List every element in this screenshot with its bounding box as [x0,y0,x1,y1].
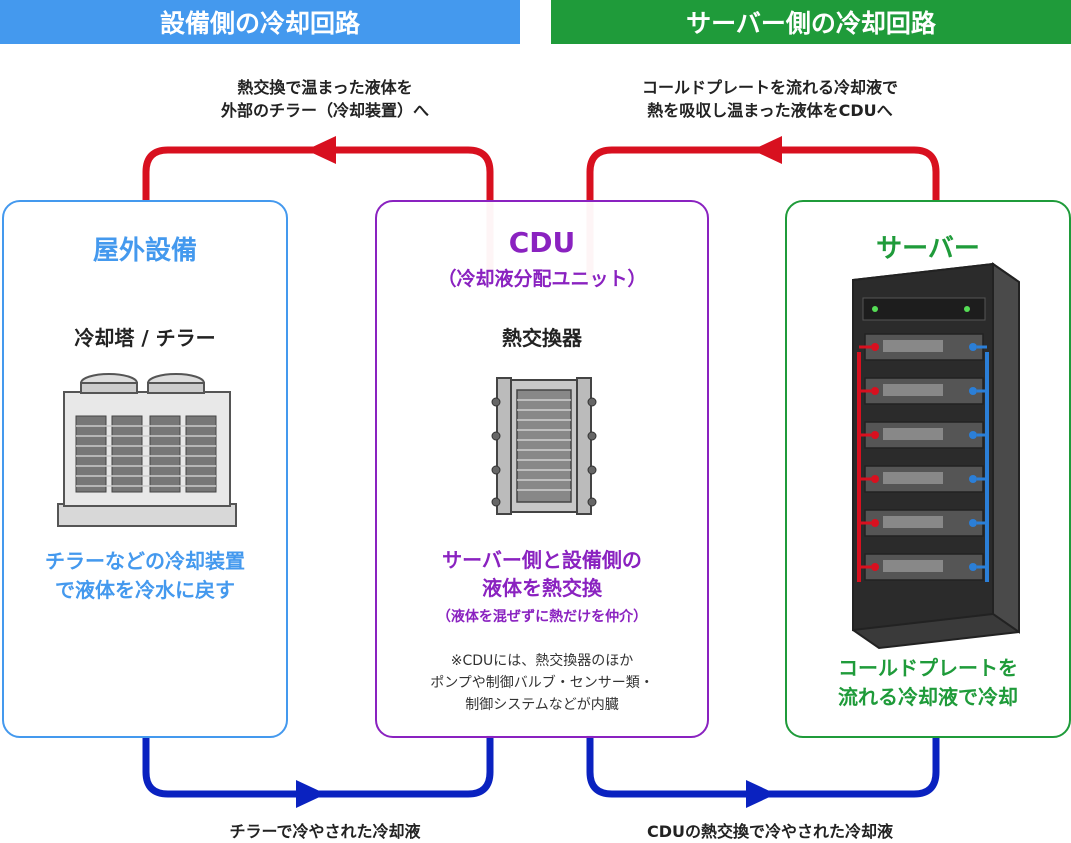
server-hot-flow-line-1: コールドプレートを流れる冷却液で [641,78,898,97]
server-hot-flow-caption: コールドプレートを流れる冷却液で 熱を吸収し温まった液体をCDUへ [590,76,950,122]
cdu-description: サーバー側と設備側の 液体を熱交換 [377,546,707,602]
server-cold-flow-caption: CDUの熱交換で冷やされた冷却液 [646,822,894,841]
server-box: サーバー [785,200,1071,738]
chiller-icon [57,373,237,527]
server-description-line-1: コールドプレートを [838,656,1018,680]
cdu-description-line-1: サーバー側と設備側の [442,548,642,572]
facility-hot-arrow [306,136,336,164]
server-cold-pipe [586,735,940,798]
server-cold-arrow [746,780,776,808]
facility-title: 屋外設備 [92,236,197,266]
cdu-note-line-1: ※CDUには、熱交換器のほか [450,653,634,669]
cdu-title: CDU [508,226,576,259]
server-units [864,333,984,581]
facility-cold-pipe [142,735,494,798]
facility-cold-arrow [296,780,326,808]
cdu-description-note: （液体を混ぜずに熱だけを仲介） [436,609,648,625]
heat-exchanger-icon [491,377,597,515]
facility-description-line-1: チラーなどの冷却装置 [45,549,245,573]
server-circuit-banner: サーバー側の冷却回路 [551,0,1071,44]
facility-cold-flow-caption: チラーで冷やされた冷却液 [229,822,421,841]
facility-description: チラーなどの冷却装置 で液体を冷水に戻す [4,547,286,605]
facility-description-line-2: で液体を冷水に戻す [55,578,235,602]
facility-circuit-banner: 設備側の冷却回路 [0,0,520,44]
cdu-note: ※CDUには、熱交換器のほか ポンプや制御バルブ・センサー類・ 制御システムなど… [377,650,707,716]
server-hot-flow-line-2: 熱を吸収し温まった液体をCDUへ [647,101,893,120]
cdu-note-line-2: ポンプや制御バルブ・センサー類・ [430,675,654,691]
facility-hot-flow-caption: 熱交換で温まった液体を 外部のチラー（冷却装置）へ [160,76,490,122]
facility-device-label: 冷却塔 / チラー [74,326,216,350]
cdu-subtitle: （冷却液分配ユニット） [437,268,647,290]
facility-hot-flow-line-1: 熱交換で温まった液体を [237,78,413,97]
cdu-description-line-2: 液体を熱交換 [482,576,602,600]
server-description: コールドプレートを 流れる冷却液で冷却 [787,654,1069,712]
cdu-device-label: 熱交換器 [502,326,582,350]
server-circuit-title: サーバー側の冷却回路 [686,9,936,38]
server-title: サーバー [876,234,980,264]
server-rack-icon [852,262,1020,650]
cdu-box: CDU （冷却液分配ユニット） 熱交換器 サーバー側と設備側の 液体を熱交換 （… [375,200,709,738]
server-description-line-2: 流れる冷却液で冷却 [838,685,1018,709]
facility-circuit-title: 設備側の冷却回路 [159,9,360,38]
facility-hot-flow-line-2: 外部のチラー（冷却装置）へ [220,101,429,120]
cdu-note-line-3: 制御システムなどが内臓 [465,697,619,713]
facility-box: 屋外設備 冷却塔 / チラー チラーなどの冷却装置 で液体を冷水に戻す [2,200,288,738]
server-hot-arrow [752,136,782,164]
